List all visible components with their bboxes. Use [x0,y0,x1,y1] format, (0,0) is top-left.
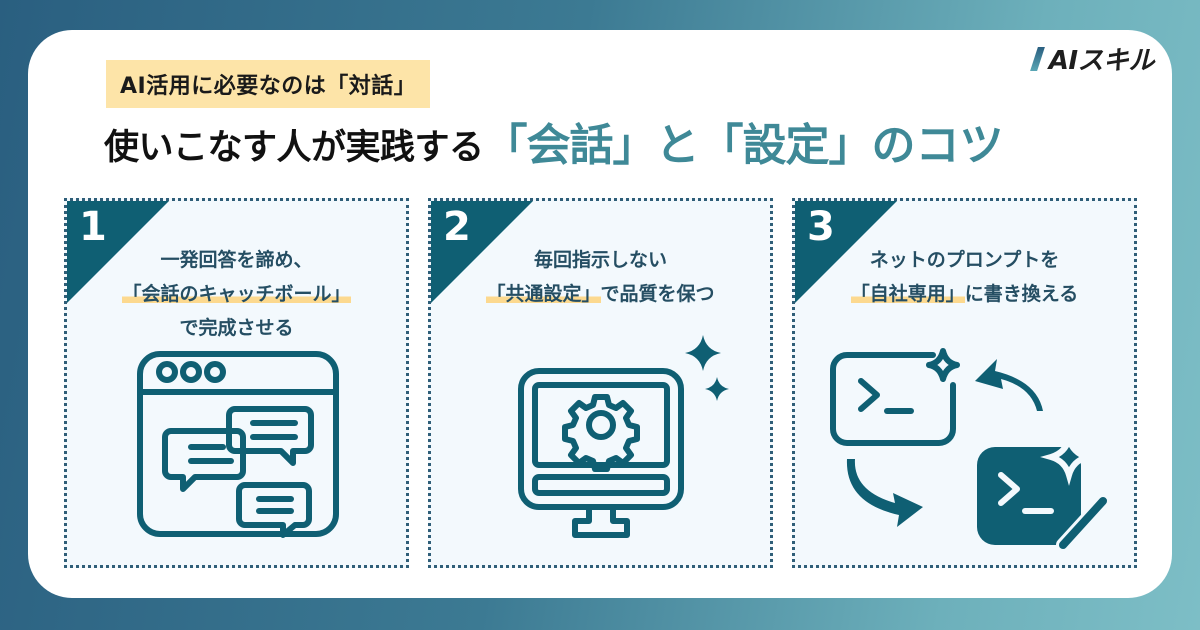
brand-logo: AIスキル [1029,40,1155,77]
title-prefix: 使いこなす人が実践する [104,128,484,168]
tip-line-1: 毎回指示しない [533,249,667,271]
title-connector: と [655,120,700,171]
subtitle-text: AI活用に必要なのは「対話」 [120,74,417,99]
tip-number: 1 [79,204,107,250]
subtitle-banner: AI活用に必要なのは「対話」 [106,60,431,108]
browser-chat-icon [137,351,339,538]
tip-panel-2: 2 毎回指示しない 「共通設定」で品質を保つ [428,198,773,568]
tip-highlight: 「自社専用」 [850,283,965,305]
tip-number: 2 [443,204,471,250]
tip-number: 3 [807,204,835,250]
title-keyword-settings: 「設定」 [699,120,873,171]
tip-description: ネットのプロンプトを 「自社専用」に書き換える [795,243,1134,311]
tip-line-2: 「自社専用」に書き換える [795,277,1134,311]
tip-line-2-rest: で品質を保つ [600,283,715,305]
title-keyword-conversation: 「会話」 [483,120,657,171]
tip-description: 毎回指示しない 「共通設定」で品質を保つ [431,243,770,311]
tip-line-2: 「会話のキャッチボール」 [67,277,406,311]
tip-panel-3: 3 ネットのプロンプトを 「自社専用」に書き換える [792,198,1137,568]
tip-line-1: 一発回答を諦め、 [160,249,313,271]
logo-text: AIスキル [1048,46,1155,76]
tip-line-2: 「共通設定」で品質を保つ [431,277,770,311]
title-suffix: のコツ [871,120,1004,171]
prompt-rewrite-icon [830,348,1110,551]
tip-highlight: 「会話のキャッチボール」 [122,283,351,305]
tip-line-3: で完成させる [179,317,294,339]
tip-panel-1: 1 一発回答を諦め、 「会話のキャッチボール」 で完成させる [64,198,409,568]
page-title: 使いこなす人が実践する 「会話」 と 「設定」 のコツ [104,112,1004,176]
tip-highlight: 「共通設定」 [486,283,601,305]
monitor-gear-icon [518,335,729,538]
tip-line-2-rest: に書き換える [964,283,1079,305]
tip-description: 一発回答を諦め、 「会話のキャッチボール」 で完成させる [67,243,406,345]
tip-line-1: ネットのプロンプトを [869,249,1060,271]
